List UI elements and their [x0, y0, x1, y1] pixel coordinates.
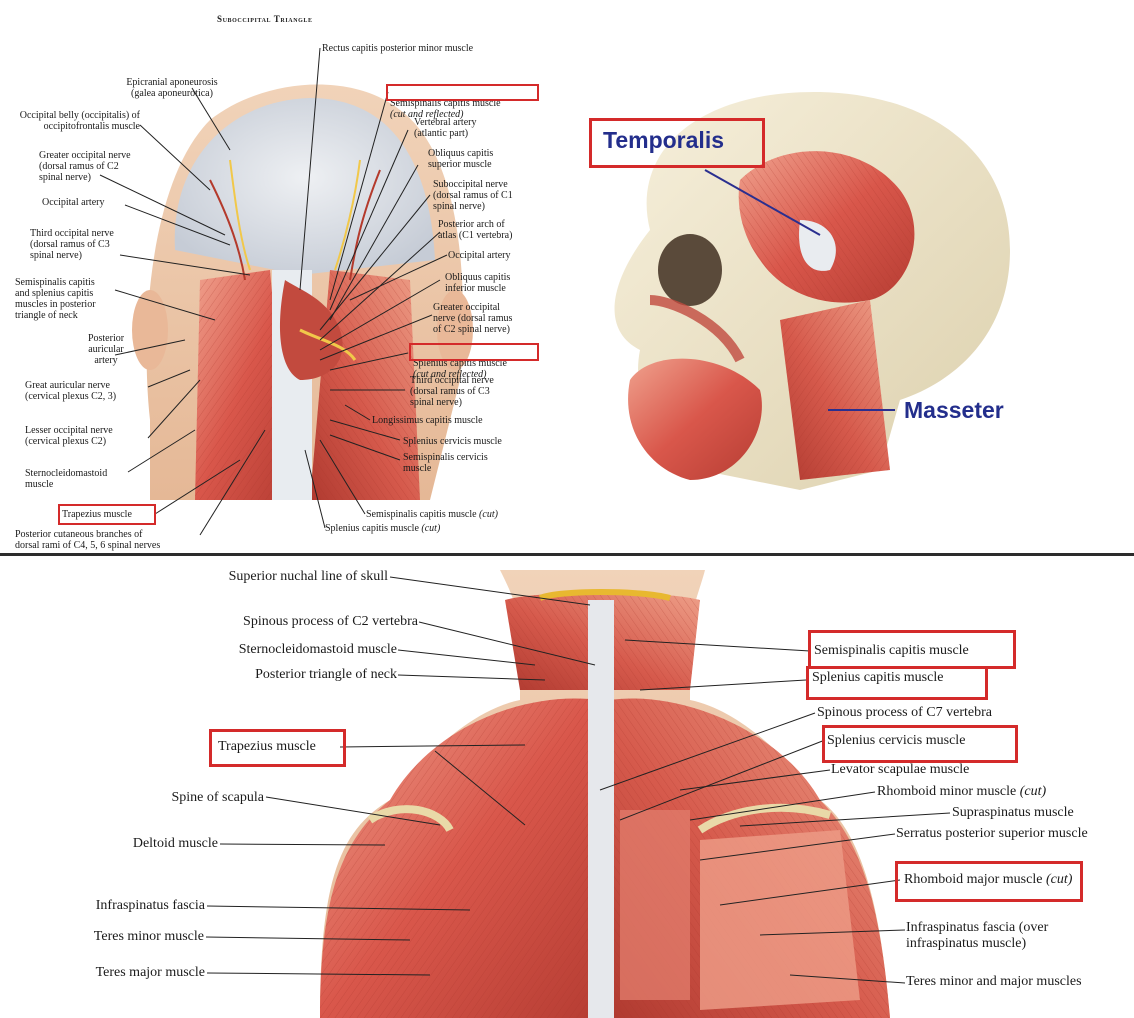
label-obliquus-capitis-inferior: Obliquus capitis inferior muscle [445, 272, 510, 294]
label-longissimus-capitis: Longissimus capitis muscle [372, 415, 483, 426]
label-sternocleidomastoid-top: Sternocleidomastoid muscle [25, 468, 107, 490]
highlight-box [895, 861, 1083, 902]
highlight-box [386, 84, 539, 101]
label-teres-minor: Teres minor muscle [40, 929, 204, 945]
highlight-box [806, 666, 988, 700]
label-text: Semispinalis capitis muscle [366, 509, 477, 520]
label-posterior-triangle-neck: Posterior triangle of neck [150, 667, 397, 683]
highlight-box [409, 343, 539, 361]
label-supraspinatus: Supraspinatus muscle [952, 805, 1074, 821]
label-levator-scapulae: Levator scapulae muscle [831, 762, 969, 778]
label-splenius-capitis-cut: Splenius capitis muscle (cut) [325, 523, 440, 534]
highlight-box [209, 729, 346, 767]
label-teres-minor-and-major: Teres minor and major muscles [906, 974, 1082, 990]
label-suboccipital-nerve: Suboccipital nerve (dorsal ramus of C1 s… [433, 179, 513, 212]
label-occipital-artery-right: Occipital artery [448, 250, 510, 261]
label-third-occipital-nerve-right: Third occipital nerve (dorsal ramus of C… [410, 375, 494, 408]
label-rhomboid-minor-cut: Rhomboid minor muscle (cut) [877, 784, 1046, 800]
label-infraspinatus-fascia-over: Infraspinatus fascia (over infraspinatus… [906, 920, 1048, 952]
label-masseter: Masseter [904, 396, 1004, 424]
label-posterior-arch-atlas: Posterior arch of atlas (C1 vertebra) [438, 219, 512, 241]
label-cut: (cut) [479, 509, 498, 520]
label-vertebral-artery: Vertebral artery (atlantic part) [414, 117, 476, 139]
label-text: Splenius capitis muscle [325, 523, 419, 534]
label-spinous-process-c7: Spinous process of C7 vertebra [817, 705, 992, 721]
label-teres-major: Teres major muscle [40, 965, 205, 981]
label-deltoid: Deltoid muscle [60, 836, 218, 852]
label-third-occipital-nerve-left: Third occipital nerve (dorsal ramus of C… [30, 228, 140, 261]
label-cut: (cut) [1020, 784, 1046, 799]
label-greater-occipital-nerve-left: Greater occipital nerve (dorsal ramus of… [39, 150, 149, 183]
label-epicranial-aponeurosis: Epicranial aponeurosis (galea aponeuroti… [112, 77, 232, 99]
label-spinous-process-c2: Spinous process of C2 vertebra [150, 614, 418, 630]
label-occipital-belly: Occipital belly (occipitalis) of occipit… [8, 110, 140, 132]
label-lesser-occipital-nerve: Lesser occipital nerve (cervical plexus … [25, 425, 113, 447]
panel-divider [0, 553, 1134, 556]
highlight-box [808, 630, 1016, 669]
label-text: Rhomboid minor muscle [877, 784, 1016, 799]
label-splenius-cervicis: Splenius cervicis muscle [403, 436, 502, 447]
label-occipital-artery-left: Occipital artery [42, 197, 104, 208]
label-sternocleidomastoid-bottom: Sternocleidomastoid muscle [150, 642, 397, 658]
label-cut: (cut) [421, 523, 440, 534]
label-semispinalis-splenius-posterior-triangle: Semispinalis capitis and splenius capiti… [15, 277, 125, 321]
label-serratus-posterior-superior: Serratus posterior superior muscle [896, 826, 1088, 842]
label-great-auricular-nerve: Great auricular nerve (cervical plexus C… [25, 380, 116, 402]
label-posterior-auricular-artery: Posterior auricular artery [80, 333, 132, 366]
label-obliquus-capitis-superior: Obliquus capitis superior muscle [428, 148, 493, 170]
label-superior-nuchal-line: Superior nuchal line of skull [150, 569, 388, 585]
label-semispinalis-capitis-cut: Semispinalis capitis muscle (cut) [366, 509, 498, 520]
highlight-box [58, 504, 156, 525]
highlight-box [589, 118, 765, 168]
label-rectus-capitis-posterior-minor: Rectus capitis posterior minor muscle [322, 43, 473, 54]
label-semispinalis-cervicis: Semispinalis cervicis muscle [403, 452, 488, 474]
label-posterior-cutaneous-branches: Posterior cutaneous branches of dorsal r… [15, 529, 160, 551]
label-infraspinatus-fascia: Infraspinatus fascia [40, 898, 205, 914]
label-greater-occipital-nerve-right: Greater occipital nerve (dorsal ramus of… [433, 302, 512, 335]
label-spine-of-scapula: Spine of scapula [100, 790, 264, 806]
panel-title: Suboccipital Triangle [217, 14, 313, 24]
highlight-box [822, 725, 1018, 763]
